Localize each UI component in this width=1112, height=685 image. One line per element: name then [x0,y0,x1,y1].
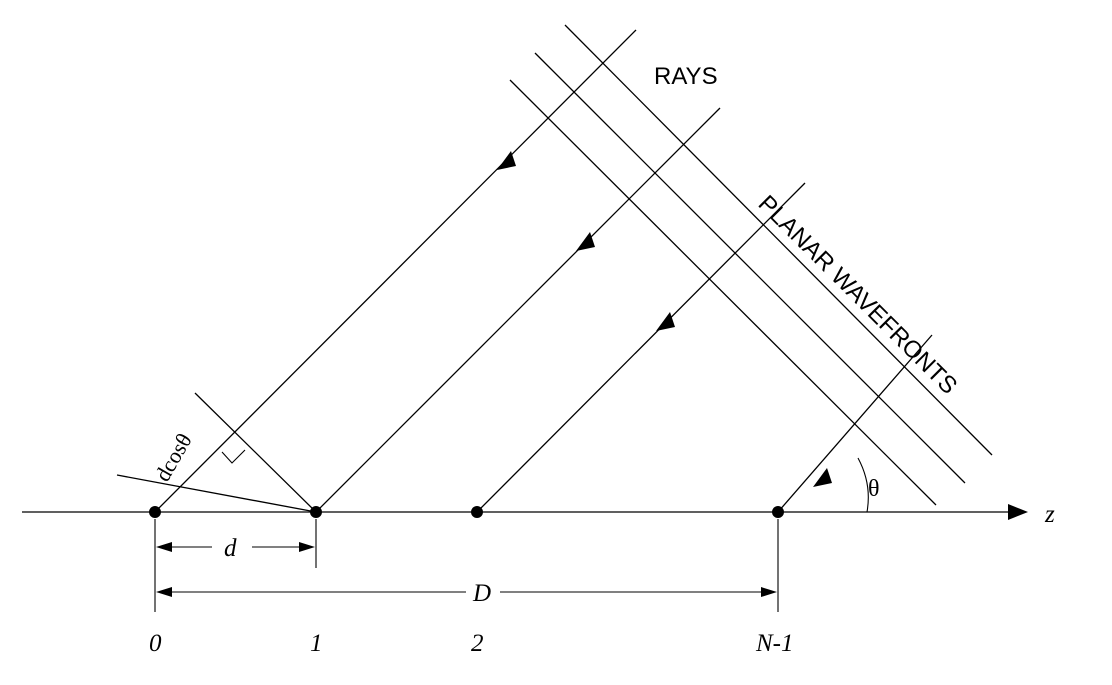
element-index-label: 1 [310,630,323,657]
right-angle-marker [221,449,246,464]
wavefront-line [194,392,317,513]
aperture-label: D [472,580,491,607]
array-element-n-1 [772,506,784,518]
wavefronts [116,24,993,513]
z-axis [22,504,1028,520]
wavefront-line [509,79,937,506]
ray-arrowhead [497,151,516,170]
angle-arc [857,457,869,513]
angle-label: θ [868,476,880,502]
wavefront-line [534,52,966,484]
z-axis-label: z [1044,501,1055,528]
wavefront-line [564,24,993,456]
spacing-dimension [156,542,315,552]
rays [154,29,933,513]
element-index-label: N-1 [755,630,794,657]
ray-arrowhead [813,468,832,487]
ray-line [476,182,806,513]
element-index-label: 2 [471,630,484,657]
aperture-dimension [156,587,777,597]
array-element-1 [310,506,322,518]
array-elements [149,506,784,518]
array-element-0 [149,506,161,518]
rays-label: RAYS [654,63,718,90]
ray-line [777,334,933,513]
ray-line [315,107,721,513]
ray-arrowhead [576,232,595,251]
ray-line [154,29,637,513]
dimension-extensions [154,519,779,612]
spacing-label: d [224,535,237,562]
ray-arrowhead [656,312,675,331]
wavefronts-label: PLANAR WAVEFRONTS [753,190,963,400]
element-index-label: 0 [149,630,162,657]
wavefront-line [116,474,317,513]
array-element-2 [471,506,483,518]
